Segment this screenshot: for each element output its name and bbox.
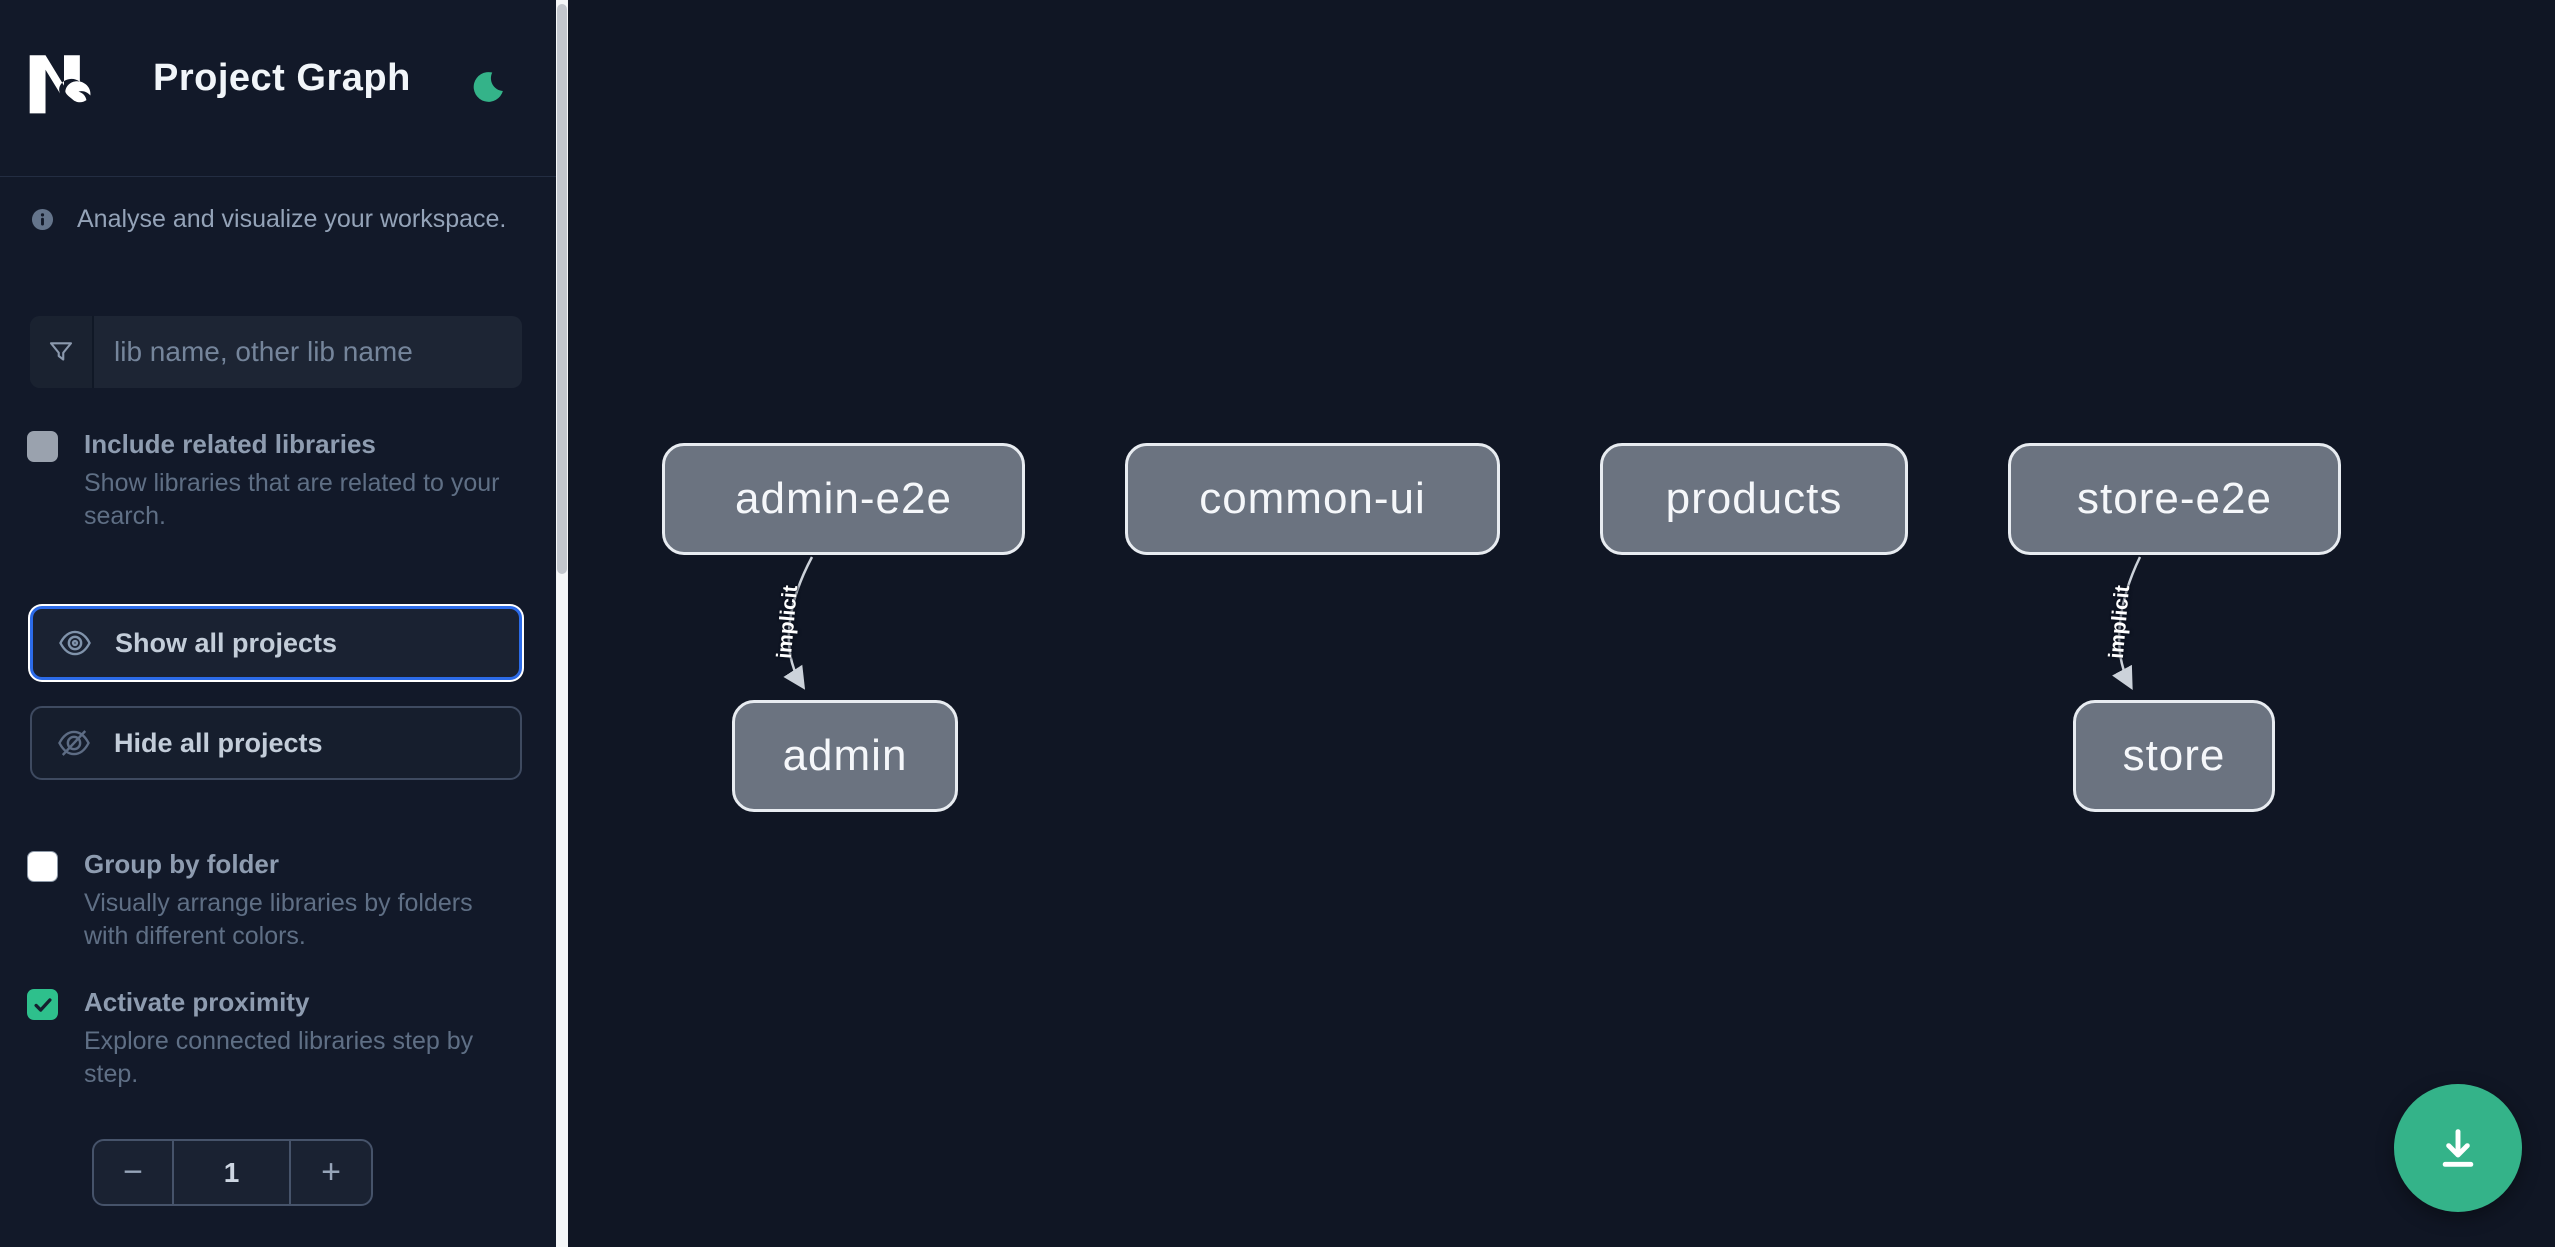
project-graph-canvas[interactable]: admin-e2e common-ui products store-e2e a… (568, 0, 2555, 1247)
checkmark-icon (33, 997, 52, 1012)
show-all-projects-button[interactable]: Show all projects (30, 606, 522, 680)
edge-admin-e2e-to-admin (783, 556, 814, 690)
include-related-label: Include related libraries (84, 429, 376, 459)
sidebar-header: Project Graph (0, 0, 556, 177)
filter-icon-cell (30, 316, 94, 388)
increment-button[interactable]: + (289, 1141, 371, 1204)
theme-toggle-button[interactable] (466, 64, 510, 108)
page-title: Project Graph (153, 57, 411, 99)
moon-icon (473, 72, 503, 102)
decrement-button[interactable]: − (94, 1141, 174, 1204)
option-activate-proximity: Activate proximity Explore connected lib… (27, 987, 527, 1091)
show-all-projects-label: Show all projects (115, 627, 338, 658)
proximity-depth-value[interactable]: 1 (223, 1156, 240, 1188)
graph-node-products[interactable]: products (1600, 443, 1908, 555)
edge-store-e2e-to-store (2112, 556, 2142, 690)
workspace-info: Analyse and visualize your workspace. (31, 205, 531, 234)
graph-node-common-ui[interactable]: common-ui (1125, 443, 1500, 555)
include-related-checkbox[interactable] (27, 431, 58, 462)
group-by-folder-label: Group by folder (84, 849, 279, 879)
graph-node-admin[interactable]: admin (732, 700, 958, 812)
group-by-folder-checkbox[interactable] (27, 851, 58, 882)
sidebar: Project Graph Analyse and visualize your… (0, 0, 556, 1247)
include-related-description: Show libraries that are related to your … (84, 469, 500, 530)
info-icon (31, 208, 54, 231)
graph-node-admin-e2e[interactable]: admin-e2e (662, 443, 1025, 555)
graph-edges (783, 556, 2142, 690)
nx-logo (29, 55, 91, 114)
activate-proximity-description: Explore connected libraries step by step… (84, 1027, 474, 1088)
hide-all-projects-button[interactable]: Hide all projects (30, 706, 522, 780)
proximity-depth-stepper: − 1 + (92, 1139, 373, 1206)
graph-node-store[interactable]: store (2073, 700, 2275, 812)
hide-all-projects-label: Hide all projects (114, 727, 323, 758)
download-icon (2442, 1129, 2474, 1167)
info-text: Analyse and visualize your workspace. (77, 205, 507, 233)
library-filter-input[interactable] (94, 316, 522, 388)
eye-icon (59, 630, 91, 656)
funnel-icon (49, 342, 73, 361)
sidebar-scrollbar-track (556, 0, 568, 1247)
graph-node-store-e2e[interactable]: store-e2e (2008, 443, 2341, 555)
option-group-by-folder: Group by folder Visually arrange librari… (27, 849, 527, 953)
eye-slash-icon (58, 730, 90, 756)
sidebar-scrollbar-thumb[interactable] (557, 4, 567, 574)
group-by-folder-description: Visually arrange libraries by folders wi… (84, 889, 473, 950)
option-include-related-libraries: Include related libraries Show libraries… (27, 429, 527, 533)
activate-proximity-checkbox[interactable] (27, 989, 58, 1020)
search-box (30, 316, 522, 388)
download-graph-button[interactable] (2394, 1084, 2522, 1212)
activate-proximity-label: Activate proximity (84, 987, 310, 1017)
